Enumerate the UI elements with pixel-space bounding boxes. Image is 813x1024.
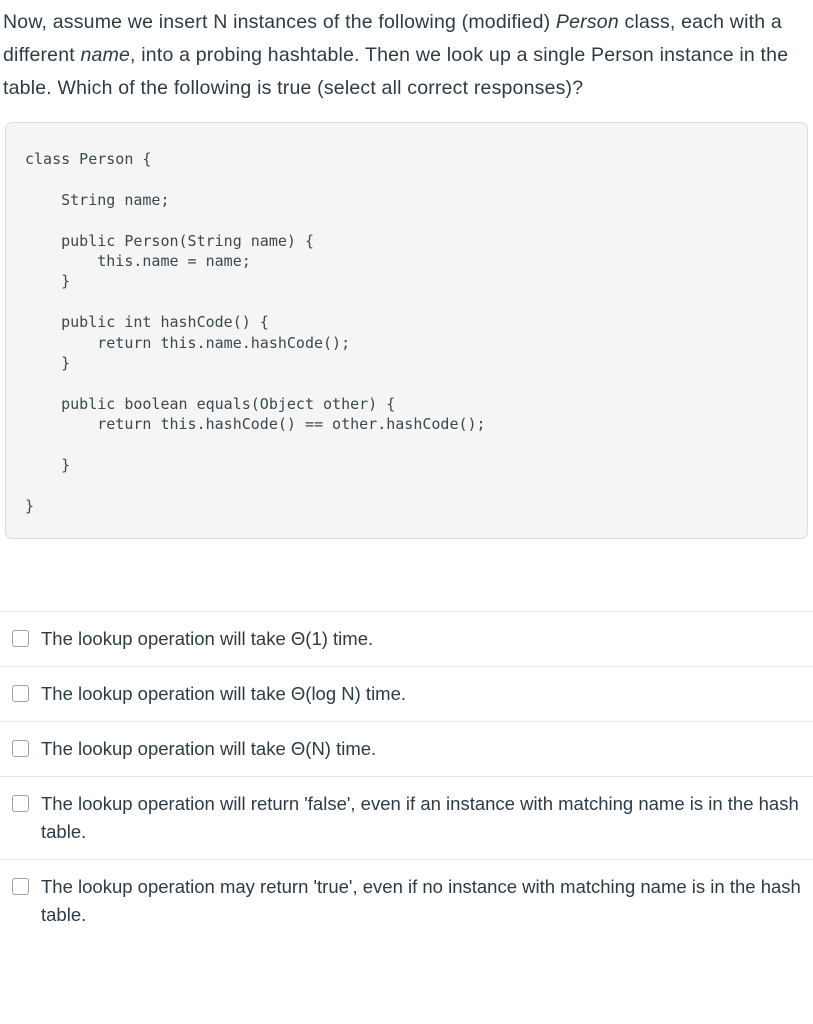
answer-option-label[interactable]: The lookup operation will take Θ(log N) … [41, 683, 407, 705]
answer-option-3[interactable]: The lookup operation will take Θ(N) time… [0, 722, 813, 778]
question-segment-1: Now, assume we insert N instances of the… [3, 11, 556, 33]
checkbox-icon[interactable] [12, 878, 29, 896]
checkbox-icon[interactable] [12, 630, 29, 648]
checkbox-icon[interactable] [12, 740, 29, 758]
answer-option-label[interactable]: The lookup operation will take Θ(1) time… [41, 628, 374, 650]
answer-option-1[interactable]: The lookup operation will take Θ(1) time… [0, 612, 813, 668]
question-segment-emphasis-name: name [80, 44, 131, 66]
answer-option-5[interactable]: The lookup operation may return 'true', … [0, 860, 813, 942]
answer-option-label[interactable]: The lookup operation may return 'true', … [41, 876, 801, 926]
answer-option-label[interactable]: The lookup operation will take Θ(N) time… [41, 738, 377, 760]
question-segment-emphasis-person: Person [555, 11, 619, 33]
question-segment-2: class, each with a different [3, 11, 782, 66]
checkbox-icon[interactable] [12, 685, 29, 703]
answer-options-list: The lookup operation will take Θ(1) time… [0, 611, 813, 942]
answer-option-label[interactable]: The lookup operation will return 'false'… [41, 793, 799, 843]
answer-option-4[interactable]: The lookup operation will return 'false'… [0, 777, 813, 861]
question-segment-3: , into a probing hashtable. Then we look… [3, 44, 789, 99]
code-snippet: class Person { String name; public Perso… [25, 150, 486, 515]
question-prompt: Now, assume we insert N instances of the… [0, 0, 813, 105]
checkbox-icon[interactable] [12, 795, 29, 813]
code-block: class Person { String name; public Perso… [5, 122, 808, 540]
answer-option-2[interactable]: The lookup operation will take Θ(log N) … [0, 667, 813, 723]
